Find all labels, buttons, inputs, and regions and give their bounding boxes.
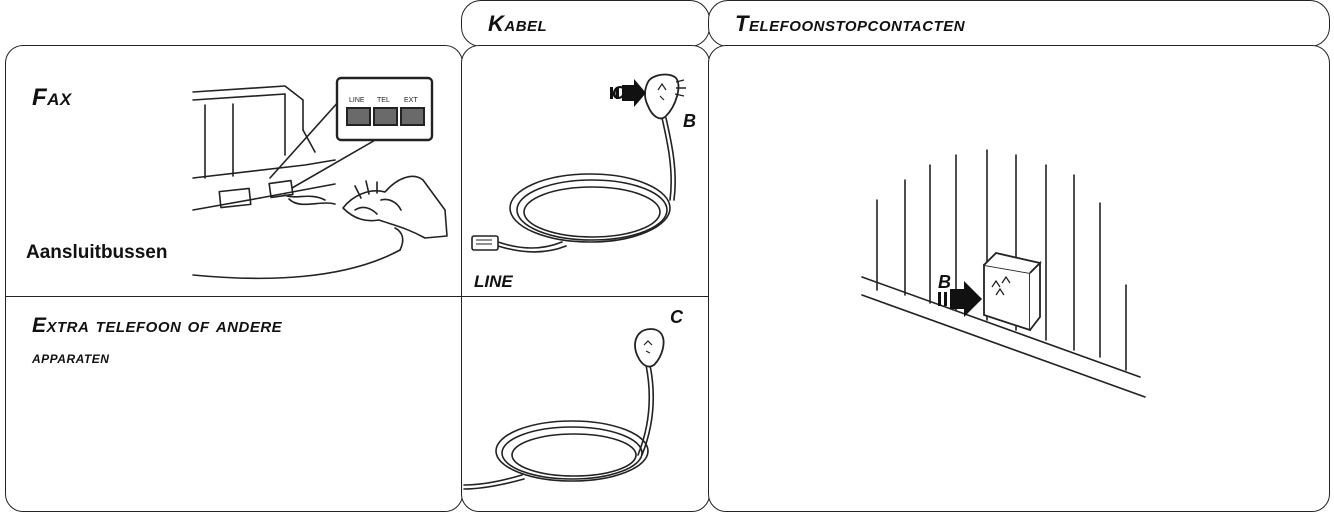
plug-c-top: [645, 75, 686, 119]
cable-panel-divider: [461, 296, 710, 297]
header-kabel: Kabel: [461, 0, 710, 47]
sockets-label: Aansluitbussen: [26, 242, 168, 263]
cable-label-c-top: C: [612, 83, 625, 103]
hand-illustration: [343, 176, 447, 238]
port-label-tel: TEL: [377, 97, 390, 104]
port-label-ext: EXT: [404, 97, 418, 104]
extra-title-line2: apparaten: [32, 348, 110, 367]
port-ext: [401, 108, 424, 125]
cable-coil-top: [517, 180, 667, 240]
port-line: [347, 108, 370, 125]
header-telefoonstopcontacten-label: Telefoonstopcontacten: [735, 10, 966, 36]
line-cable-illustration: [462, 60, 686, 295]
wall-socket: [984, 253, 1040, 330]
cable-label-line: LINE: [474, 272, 513, 291]
fax-machine-illustration: LINE TEL EXT: [185, 60, 460, 295]
extra-title-line1: Extra telefoon of andere: [32, 314, 283, 337]
port-label-line: LINE: [349, 97, 365, 104]
cable-label-b: B: [683, 111, 696, 131]
header-telefoonstopcontacten: Telefoonstopcontacten: [708, 0, 1330, 47]
arrow-b-wall: [938, 281, 982, 317]
arrow-c-top: [610, 79, 646, 107]
cable-label-c-bottom: C: [670, 307, 683, 327]
fax-title: Fax: [32, 84, 72, 111]
extra-cable-illustration: [462, 305, 710, 510]
plug-c-bottom: [635, 329, 664, 367]
rj-connector: [472, 236, 498, 250]
fax-panel-divider: [5, 296, 463, 297]
header-kabel-label: Kabel: [488, 10, 548, 36]
cable-coil-bottom: [502, 427, 642, 479]
port-tel: [374, 108, 397, 125]
wall-socket-illustration: [850, 145, 1150, 405]
wall-label-b: B: [938, 272, 951, 292]
port-panel: LINE TEL EXT: [347, 97, 424, 125]
